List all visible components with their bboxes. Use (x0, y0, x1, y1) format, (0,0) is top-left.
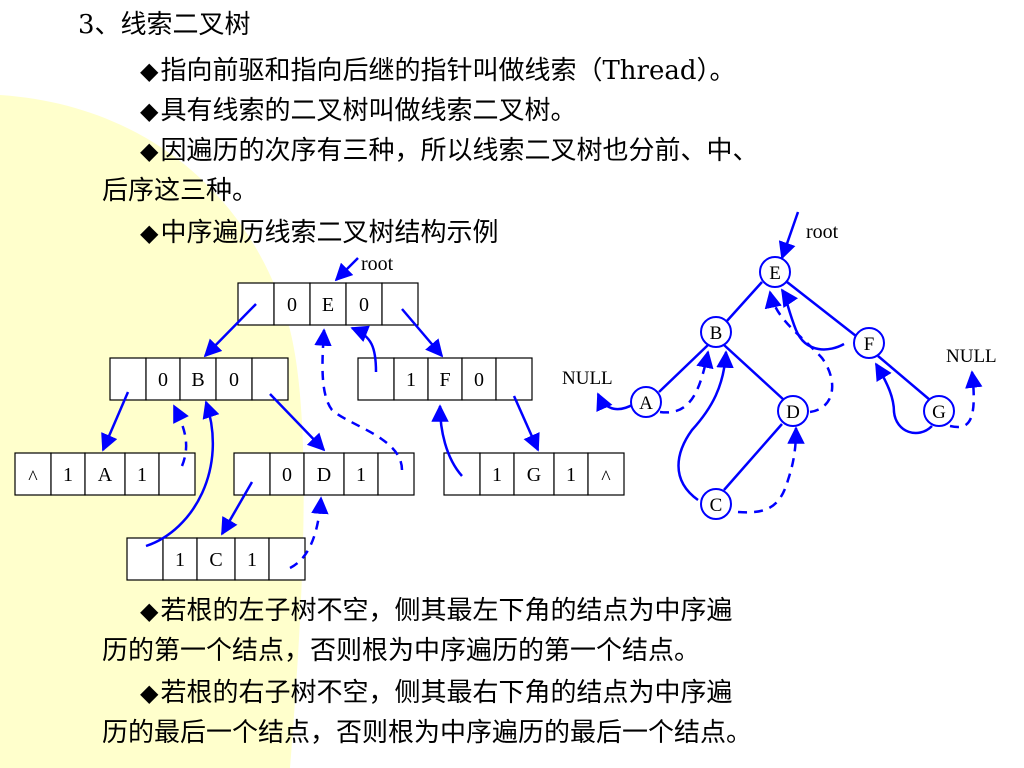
bullet-icon: ◆ (140, 597, 159, 625)
tree-node-c: C (700, 488, 732, 520)
bullet-icon: ◆ (140, 219, 159, 247)
record-g-data: G (527, 464, 541, 486)
child-pointers (101, 303, 540, 536)
tree-null-label-right: NULL (946, 346, 997, 367)
record-f (357, 357, 533, 401)
bullet-icon: ◆ (140, 97, 159, 125)
tree-node-f: F (853, 327, 885, 359)
bullet-paragraph-3-continued: 后序这三种。 (102, 176, 259, 206)
tree-node-f-label: F (864, 334, 875, 355)
tree-node-a-label: A (639, 393, 653, 414)
record-a-ltag: 1 (63, 464, 73, 486)
bullet-paragraph-4: ◆中序遍历线索二叉树结构示例 (140, 218, 499, 248)
tree-node-d: D (777, 395, 809, 427)
record-b-rtag: 0 (229, 369, 239, 391)
record-g (443, 452, 625, 496)
record-f-rtag: 0 (474, 369, 484, 391)
record-d-ltag: 0 (282, 464, 292, 486)
section-heading: 3、线索二叉树 (78, 10, 251, 40)
thread-pointers-solid (145, 325, 463, 548)
tree-node-g: G (923, 395, 955, 427)
bullet-paragraph-5-continued: 历的第一个结点，否则根为中序遍历的第一个结点。 (102, 636, 701, 666)
bullet-icon: ◆ (140, 57, 159, 85)
yellow-accent-shape (0, 95, 304, 768)
tree-node-g-label: G (932, 402, 946, 423)
tree-node-e: E (759, 256, 791, 288)
record-a-data: A (98, 464, 113, 486)
record-e (237, 282, 419, 326)
record-a (14, 452, 196, 496)
record-f-data: F (439, 369, 450, 391)
storage-structure: 0 E 0 0 B 0 1 F 0 ^ 1 A 1 (14, 253, 625, 581)
record-c-rtag: 1 (247, 549, 257, 571)
record-d (233, 452, 415, 496)
record-c (126, 537, 306, 581)
record-g-ltag: 1 (492, 464, 502, 486)
record-c-ltag: 1 (175, 549, 185, 571)
tree-threads-dashed (659, 290, 983, 514)
record-d-rtag: 1 (356, 464, 366, 486)
tree-root-label: root (806, 221, 839, 243)
storage-root-pointer (334, 257, 359, 282)
tree-node-c-label: C (710, 495, 723, 516)
record-b-data: B (191, 369, 204, 391)
tree-node-a: A (630, 386, 662, 418)
bullet-paragraph-3: ◆因遍历的次序有三种，所以线索二叉树也分前、中、 (140, 136, 759, 166)
record-b (109, 357, 289, 401)
storage-root-label: root (361, 253, 394, 275)
record-g-rtag: 1 (566, 464, 576, 486)
logical-tree: root E B (562, 211, 997, 520)
record-e-ltag: 0 (287, 294, 297, 316)
bullet-icon: ◆ (140, 679, 159, 707)
record-a-rtag: 1 (137, 464, 147, 486)
bullet-paragraph-6-continued: 历的最后一个结点，否则根为中序遍历的最后一个结点。 (102, 718, 753, 748)
record-a-null-symbol: ^ (28, 467, 38, 489)
thread-pointers-dashed (172, 328, 404, 570)
record-e-rtag: 0 (359, 294, 369, 316)
bullet-paragraph-5: ◆若根的左子树不空，侧其最左下角的结点为中序遍 (140, 596, 733, 626)
bullet-paragraph-6: ◆若根的右子树不空，侧其最右下角的结点为中序遍 (140, 678, 733, 708)
record-b-ltag: 0 (158, 369, 168, 391)
record-f-ltag: 1 (406, 369, 416, 391)
tree-node-e-label: E (769, 263, 781, 284)
bullet-paragraph-2: ◆具有线索的二叉树叫做线索二叉树。 (140, 96, 577, 126)
tree-root-pointer (778, 211, 800, 260)
bullet-icon: ◆ (140, 137, 159, 165)
tree-node-b: B (700, 316, 732, 348)
record-d-data: D (317, 464, 331, 486)
record-g-null-symbol: ^ (601, 467, 611, 489)
record-e-data: E (322, 294, 334, 316)
tree-null-label-left: NULL (562, 368, 613, 389)
record-c-data: C (209, 549, 222, 571)
tree-threads-solid (596, 288, 933, 502)
tree-node-b-label: B (710, 323, 723, 344)
tree-node-d-label: D (786, 402, 800, 423)
bullet-paragraph-1: ◆指向前驱和指向后继的指针叫做线索（Thread）。 (140, 56, 736, 86)
